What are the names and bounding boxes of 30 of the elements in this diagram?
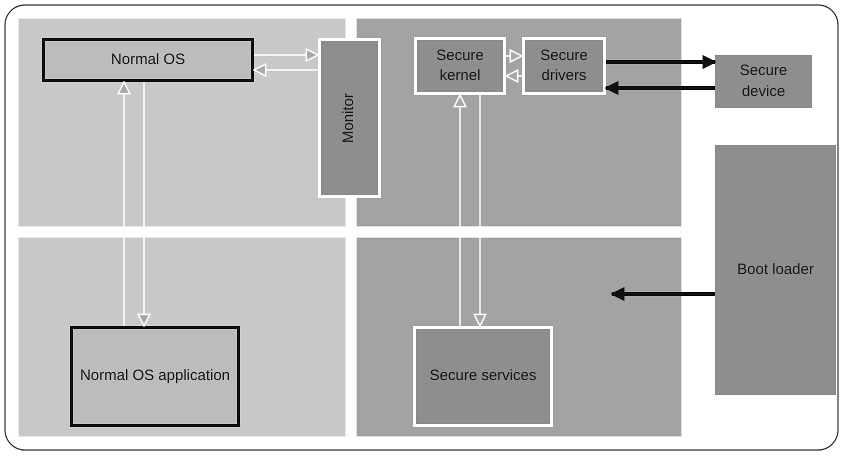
region-panel <box>356 237 682 437</box>
node-label: Boot loader <box>737 260 814 280</box>
process-box <box>70 326 240 427</box>
arrow <box>253 63 318 77</box>
process-box <box>413 326 553 427</box>
process-box <box>715 145 836 395</box>
node-label: Secure kernel <box>435 46 485 86</box>
region-panel <box>356 18 682 227</box>
node-label: Monitor <box>339 92 358 144</box>
node-label: Normal OS <box>110 50 186 70</box>
node-label: Secure device <box>738 61 788 102</box>
arrow <box>505 69 522 83</box>
process-box <box>42 38 254 82</box>
arrow <box>611 287 715 301</box>
process-box <box>715 55 812 108</box>
node-label: Secure drivers <box>539 46 589 86</box>
arrow <box>473 95 487 327</box>
arrow <box>453 94 467 326</box>
arrow <box>254 48 319 62</box>
node-label: Normal OS application <box>80 366 230 386</box>
process-box <box>318 38 381 198</box>
arrow <box>606 55 716 69</box>
arrow <box>137 82 151 327</box>
region-panel <box>18 237 346 437</box>
process-box <box>522 37 606 95</box>
node-label: Secure services <box>430 366 536 386</box>
arrow <box>605 81 715 95</box>
arrow <box>506 49 523 63</box>
arrow <box>117 81 131 326</box>
process-box <box>414 37 506 95</box>
